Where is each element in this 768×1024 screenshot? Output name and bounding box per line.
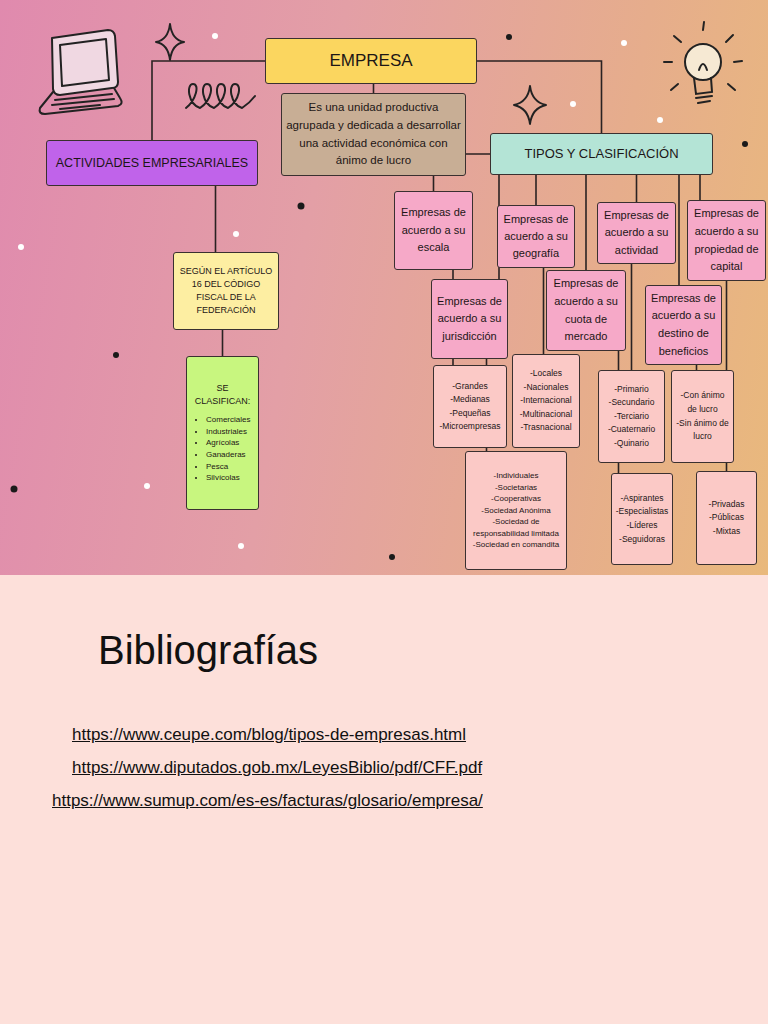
title-box: EMPRESA <box>265 38 477 84</box>
connector-line <box>636 175 638 202</box>
list-box: -Individuales-Societarias-Cooperativas-S… <box>465 451 567 570</box>
reference-link: https://www.ceupe.com/blog/tipos-de-empr… <box>72 725 466 745</box>
node-text: -Pequeñas <box>449 407 490 420</box>
list-item: Industriales <box>206 426 247 438</box>
connector-line <box>631 264 633 370</box>
node-text: -Individuales <box>494 470 539 482</box>
node-text: -Sociedad Anónima <box>481 505 550 517</box>
node-text: -Líderes <box>626 519 657 533</box>
node-text: ACTIVIDADES EMPRESARIALES <box>56 155 248 171</box>
list-box: SE CLASIFICAN: ComercialesIndustrialesAgr… <box>186 356 259 510</box>
heading: Bibliografías <box>98 628 318 673</box>
node-text: -Quinario <box>614 437 649 451</box>
list-box: -Privadas-Públicas-Mixtas <box>696 471 757 565</box>
node-text: -Especialistas <box>616 505 668 519</box>
connector-line <box>373 84 375 93</box>
list-box: -Grandes-Medianas-Pequeñas-Microempresas <box>433 365 507 448</box>
connector-line <box>699 175 701 200</box>
category-box: Empresas de acuerdo a su jurisdicción <box>431 279 508 359</box>
node-text: SE CLASIFICAN: <box>190 382 255 408</box>
node-text: SEGÚN EL ARTÍCULO 16 DEL CÓDIGO FISCAL D… <box>177 265 275 317</box>
node-text: -Seguidoras <box>619 533 665 547</box>
node-text: -Cuaternario <box>608 423 655 437</box>
node-text: -Trasnacional <box>520 421 571 435</box>
connector-line <box>477 61 602 133</box>
branch-box: TIPOS Y CLASIFICACIÓN <box>490 133 713 175</box>
note-box: SEGÚN EL ARTÍCULO 16 DEL CÓDIGO FISCAL D… <box>173 252 279 330</box>
node-text: -Terciario <box>614 410 649 424</box>
list-item: Pesca <box>206 461 228 473</box>
node-text: -Aspirantes <box>621 492 664 506</box>
node-text: Empresas de acuerdo a su propiedad de ca… <box>691 205 762 275</box>
node-text: -Societarias <box>495 482 537 494</box>
category-box: Empresas de acuerdo a su actividad <box>597 202 676 264</box>
node-text: -Secundario <box>609 396 655 410</box>
node-text: Empresas de acuerdo a su cuota de mercad… <box>550 275 622 345</box>
list-item: Comerciales <box>206 414 250 426</box>
node-text: -Locales <box>530 367 562 381</box>
connector-line <box>535 175 537 205</box>
category-box: Empresas de acuerdo a su geografía <box>497 205 575 268</box>
node-text: Es una unidad productiva agrupada y dedi… <box>285 99 462 170</box>
node-text: TIPOS Y CLASIFICACIÓN <box>524 146 678 162</box>
lightbulb-icon <box>664 22 742 103</box>
category-box: Empresas de acuerdo a su cuota de mercad… <box>546 270 626 351</box>
connector-line <box>222 330 224 356</box>
node-text: -Sociedad en comandita <box>473 539 559 551</box>
list-box: -Locales-Nacionales-Internacional-Multin… <box>512 354 580 448</box>
node-text: Empresas de acuerdo a su jurisdicción <box>435 293 504 346</box>
list-item: Ganaderas <box>206 449 246 461</box>
node-text: -Cooperativas <box>491 493 541 505</box>
list-box: -Aspirantes-Especialistas-Líderes-Seguid… <box>611 473 673 565</box>
connector-line <box>215 186 217 252</box>
list-box: -Con ánimo de lucro-Sin ánimo de lucro <box>671 370 734 463</box>
node-text: EMPRESA <box>329 51 412 71</box>
node-text: Empresas de acuerdo a su escala <box>398 204 469 257</box>
node-text: Empresas de acuerdo a su actividad <box>601 207 672 258</box>
definition-box: Es una unidad productiva agrupada y dedi… <box>281 93 466 176</box>
node-text: -Medianas <box>450 393 490 406</box>
node-text: -Sin ánimo de lucro <box>675 417 730 444</box>
list-item: Agrícolas <box>206 437 239 449</box>
node-text: -Sociedad de responsabilidad limitada <box>469 516 563 539</box>
connector-line <box>585 175 587 270</box>
connector-line <box>678 175 680 285</box>
node-text: Empresas de acuerdo a su destino de bene… <box>649 290 718 360</box>
loop-doodle <box>186 84 255 108</box>
category-box: Empresas de acuerdo a su destino de bene… <box>645 285 722 365</box>
node-text: -Mixtas <box>713 525 740 539</box>
node-text: -Microempresas <box>440 420 501 433</box>
laptop-icon <box>40 30 122 114</box>
node-text: Empresas de acuerdo a su geografía <box>501 211 571 262</box>
node-text: -Primario <box>614 383 648 397</box>
node-text: -Con ánimo de lucro <box>675 389 730 416</box>
node-text: -Privadas <box>709 498 745 512</box>
reference-link: https://www.diputados.gob.mx/LeyesBiblio… <box>72 758 482 778</box>
category-box: Empresas de acuerdo a su escala <box>394 191 473 270</box>
list-item: Silvícolas <box>206 472 240 484</box>
node-text: -Multinacional <box>520 408 572 422</box>
node-text: -Nacionales <box>524 381 569 395</box>
node-text: -Grandes <box>452 380 487 393</box>
node-text: -Públicas <box>709 511 744 525</box>
list-box: -Primario-Secundario-Terciario-Cuaternar… <box>598 370 665 463</box>
branch-box: ACTIVIDADES EMPRESARIALES <box>46 140 258 186</box>
node-text: -Internacional <box>520 394 572 408</box>
connector-line <box>543 268 545 354</box>
connector-line <box>152 61 265 140</box>
reference-link: https://www.sumup.com/es-es/facturas/glo… <box>52 791 483 811</box>
category-box: Empresas de acuerdo a su propiedad de ca… <box>687 200 766 281</box>
